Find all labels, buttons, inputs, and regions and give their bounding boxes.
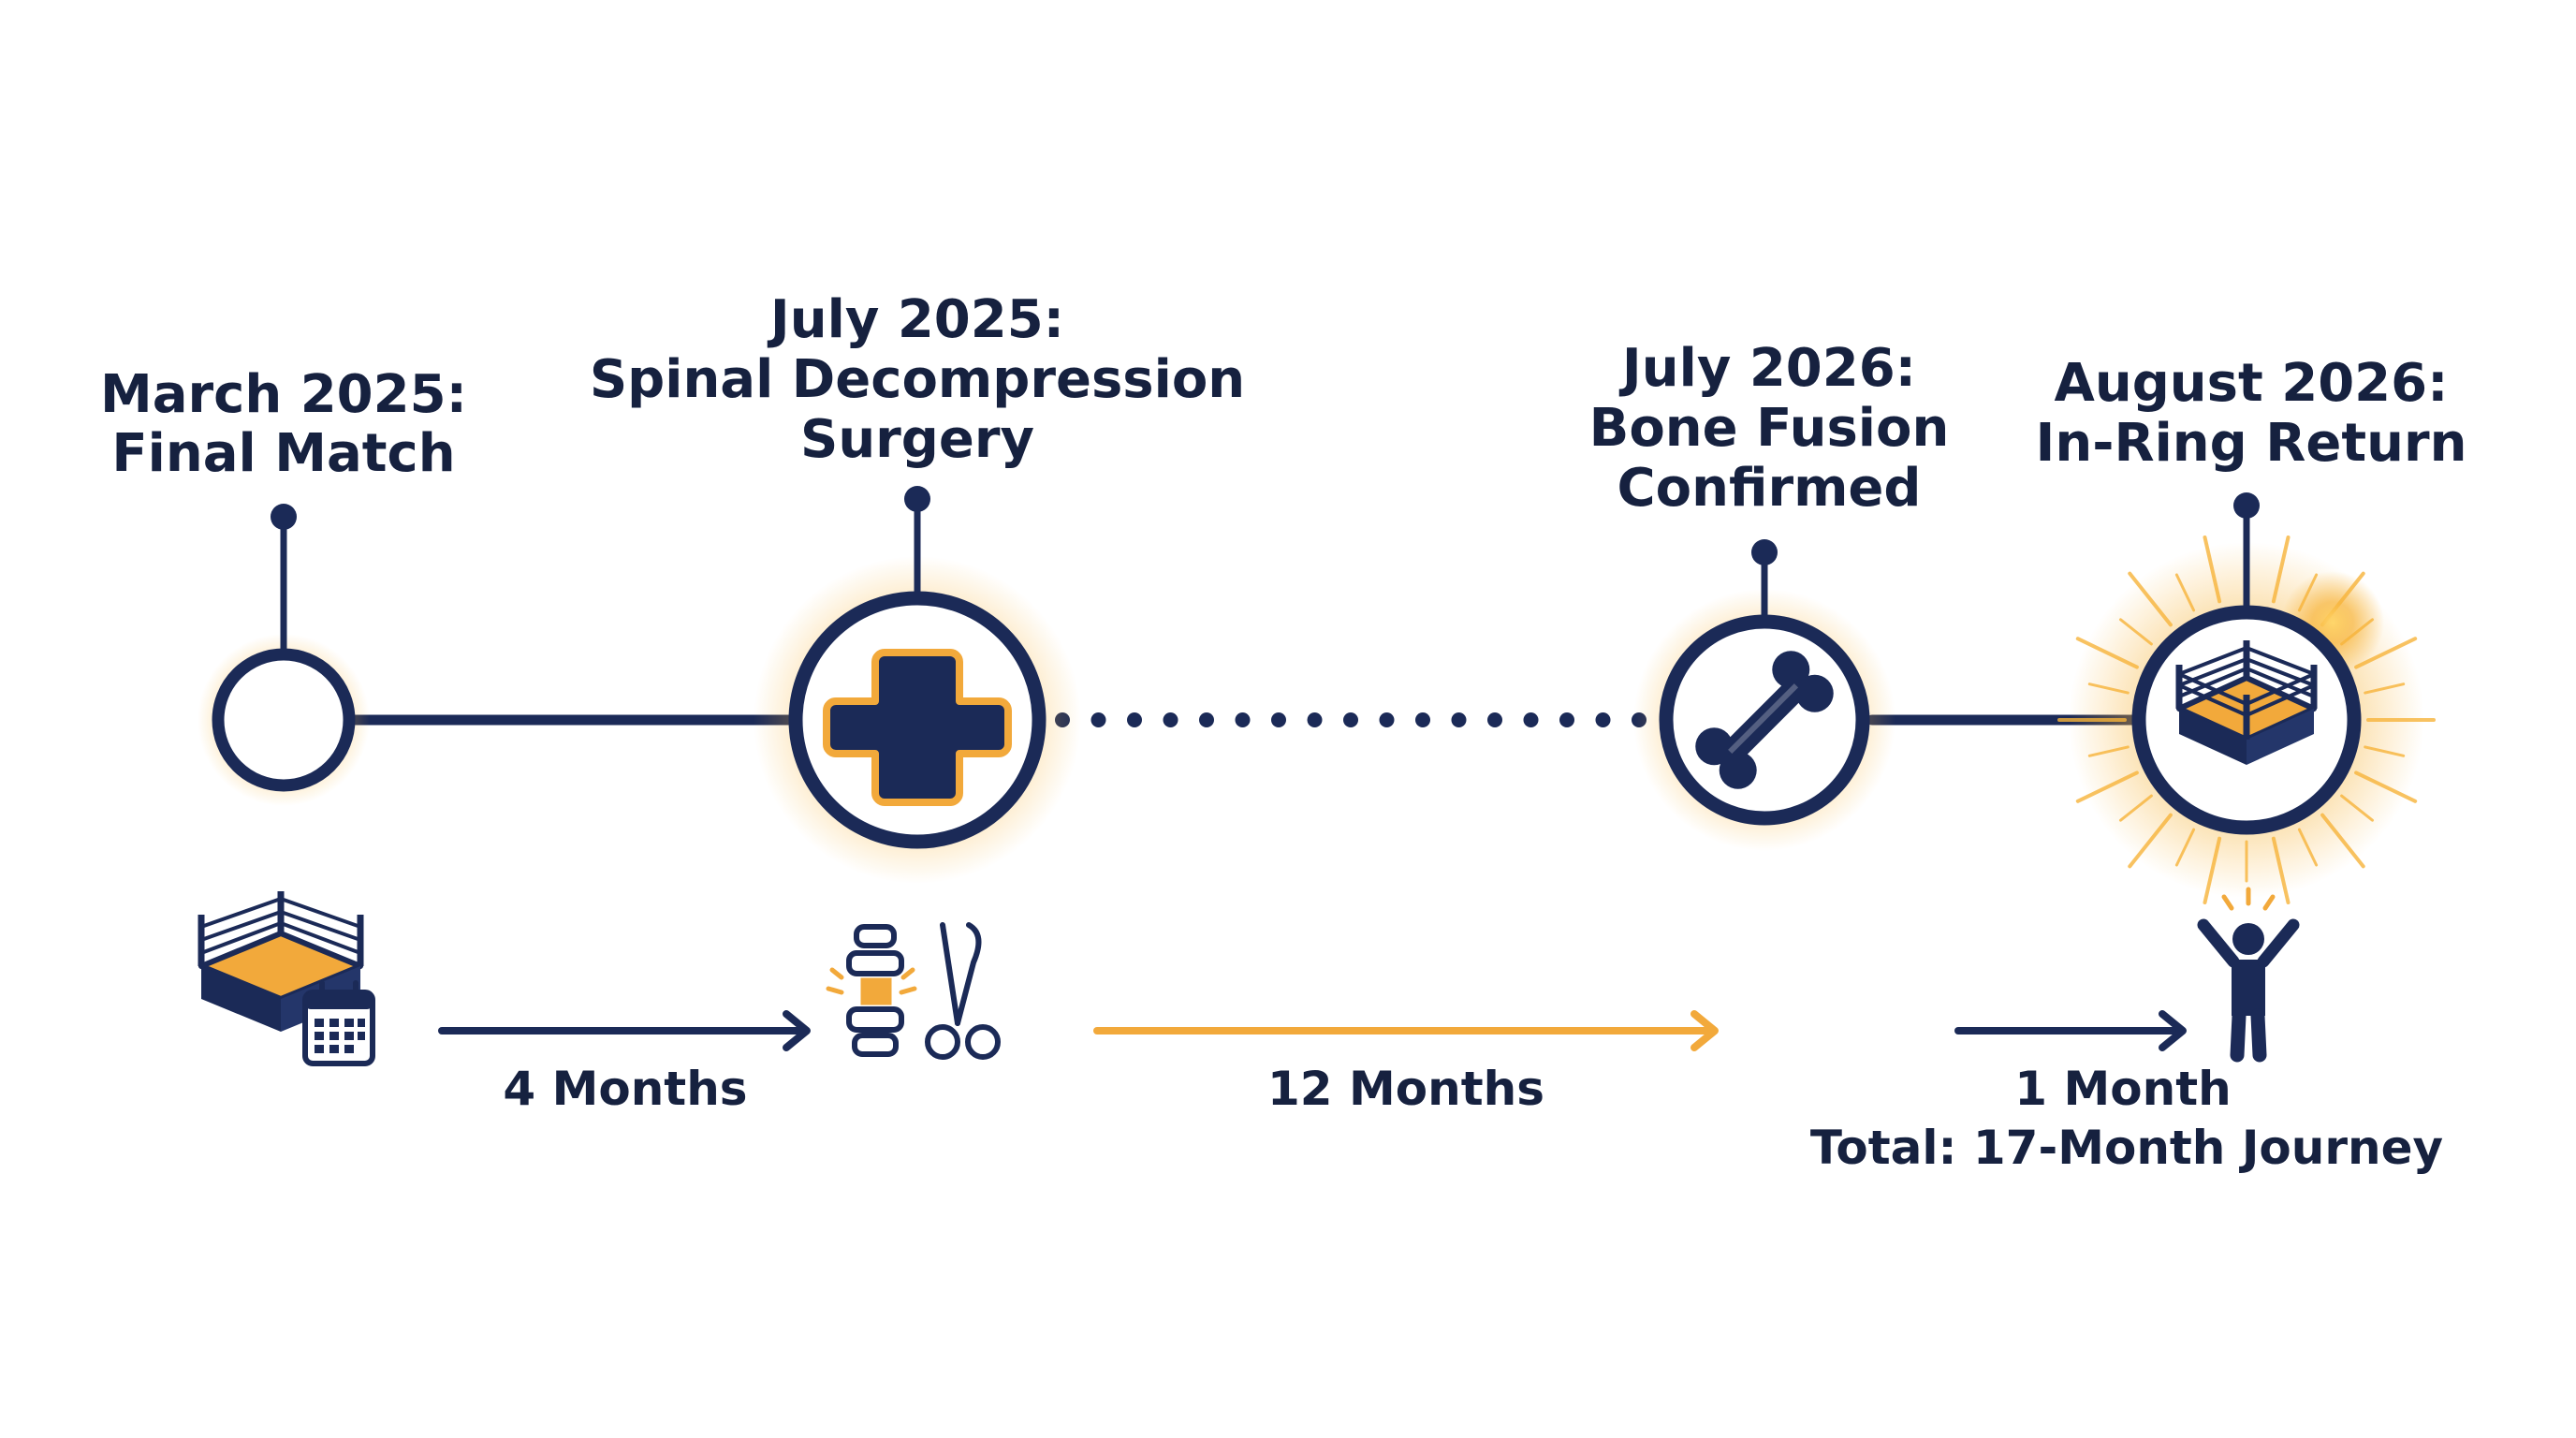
stem-dot (271, 504, 297, 530)
milestone-date: July 2025: (767, 289, 1064, 350)
spine-scissors-icon (826, 922, 1001, 1060)
duration-label: 1 Month (2014, 1062, 2231, 1116)
milestone-date: July 2026: (1618, 338, 1916, 399)
duration-1-month: 1 Month (1954, 1010, 2232, 1116)
track-dot (1271, 712, 1286, 727)
track-dot (1523, 712, 1539, 727)
total-journey-label: Total: 17-Month Journey (1810, 1121, 2443, 1175)
track-dot (1163, 712, 1178, 727)
sparkle-lines (2221, 887, 2276, 911)
medical-cross-icon (823, 649, 1012, 806)
milestone-surgery: July 2025: Spinal Decompression Surgery (590, 289, 1245, 884)
track-dot (1559, 712, 1574, 727)
track-segment-dotted (1055, 712, 1647, 727)
stem-dot (2233, 492, 2260, 519)
milestone-title-line-2: Surgery (800, 409, 1034, 470)
track-dot (1307, 712, 1323, 727)
stem-dot (1751, 539, 1778, 565)
track-dot (1235, 712, 1251, 727)
milestone-date: August 2026: (2054, 353, 2448, 414)
track-dot (1199, 712, 1214, 727)
milestone-title-line-1: Spinal Decompression (590, 349, 1245, 410)
milestone-node (212, 648, 356, 792)
scissors-icon (925, 922, 1001, 1060)
milestone-return: August 2026: In-Ring Return (2036, 353, 2467, 904)
arrow-head (783, 1010, 811, 1051)
milestone-title-line-2: Confirmed (1617, 458, 1922, 519)
ring-calendar-icon (198, 891, 375, 1066)
spine-icon (826, 924, 917, 1057)
track-dot (1379, 712, 1395, 727)
duration-4-months: 4 Months (438, 1010, 811, 1116)
track-dot (1487, 712, 1502, 727)
celebrating-person-icon (2197, 887, 2300, 1063)
milestone-fusion: July 2026: Bone Fusion Confirmed (1589, 338, 1950, 851)
duration-label: 12 Months (1267, 1062, 1544, 1116)
arrow-head (1690, 1010, 1719, 1051)
calendar-icon (302, 980, 375, 1066)
milestone-date: March 2025: (100, 364, 467, 425)
duration-label: 4 Months (503, 1062, 747, 1116)
track-dot (1451, 712, 1467, 727)
track-dot (1127, 712, 1142, 727)
wrestling-ring-icon (2175, 640, 2318, 765)
stem-dot (904, 486, 930, 512)
milestone-title: In-Ring Return (2036, 413, 2467, 474)
bone-icon (1695, 651, 1834, 789)
duration-12-months: 12 Months (1093, 1010, 1719, 1116)
track-dot (1090, 712, 1106, 727)
track-dot (1595, 712, 1611, 727)
arrow-head (2159, 1010, 2187, 1051)
milestone-title-line-1: Bone Fusion (1589, 398, 1950, 459)
track-dot (1415, 712, 1430, 727)
track-dot (1343, 712, 1358, 727)
milestone-title: Final Match (111, 423, 455, 484)
milestone-final-match: March 2025: Final Match (100, 364, 467, 806)
